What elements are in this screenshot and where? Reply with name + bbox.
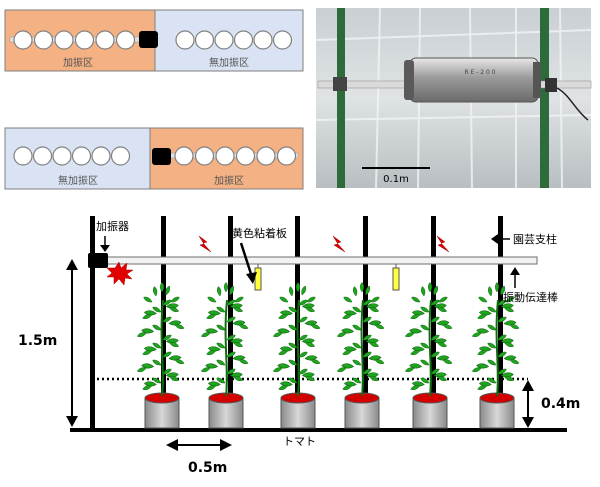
- vibrator-label: 加振器: [96, 219, 129, 233]
- plant-position-marker: [32, 146, 53, 166]
- tomato-plant: [471, 282, 520, 429]
- plant-position-marker: [194, 30, 215, 50]
- plant-position-marker: [276, 146, 297, 166]
- cultivation-diagram: 加振器 黄色粘着板 園芸支柱 振動伝達棒 1.5m 0.4m 0.5m トマト: [18, 216, 580, 476]
- vibration-bolt-icon: [332, 235, 346, 253]
- tomato-plant: [200, 282, 249, 429]
- plant-markers: [175, 30, 293, 50]
- sticky-trap-arrow: [239, 242, 254, 278]
- yellow-sticky-trap: [392, 267, 400, 291]
- plant-position-marker: [71, 146, 92, 166]
- plant-position-marker: [110, 146, 131, 166]
- plant-position-marker: [272, 30, 293, 50]
- layout-panel-top: 加振区 無加振区: [4, 9, 304, 72]
- plant-position-marker: [233, 30, 254, 50]
- plant-position-marker: [115, 30, 136, 50]
- svg-text:R E - 2 0 0: R E - 2 0 0: [464, 69, 495, 76]
- plant-label: トマト: [283, 435, 316, 448]
- zone-label-no-vibration: 無加振区: [209, 56, 249, 69]
- vibrator-unit: [139, 31, 158, 48]
- vibrator-box: [88, 253, 108, 268]
- vibration-transmission-rod: [96, 256, 538, 265]
- sticky-trap-label: 黄色粘着板: [232, 226, 287, 240]
- support-pole: [337, 8, 345, 188]
- vibration-rod-label: 振動伝達棒: [503, 290, 558, 304]
- plant-position-marker: [174, 146, 194, 166]
- plant-position-marker: [54, 30, 74, 50]
- vibration-burst-icon: [106, 261, 134, 286]
- plant-position-marker: [74, 30, 95, 50]
- plant-markers: [13, 30, 136, 50]
- plant-markers: [13, 146, 131, 166]
- plant-position-marker: [13, 30, 33, 50]
- vibration-bolt-icon: [198, 235, 212, 253]
- plant-position-marker: [95, 30, 115, 50]
- plant-position-marker: [214, 30, 234, 50]
- zone-label-vibration: 加振区: [63, 56, 93, 69]
- plant-position-marker: [215, 146, 235, 166]
- plant-position-marker: [194, 146, 215, 166]
- zone-label-vibration: 加振区: [214, 174, 244, 187]
- plant-markers: [174, 146, 297, 166]
- plant-position-marker: [235, 146, 256, 166]
- plant-position-marker: [52, 146, 72, 166]
- tomato-plants: [136, 282, 520, 429]
- spacing-label: 0.5m: [188, 460, 227, 476]
- tomato-plant: [136, 282, 185, 429]
- scale-bar-label: 0.1m: [383, 174, 409, 185]
- pot-height-label: 0.4m: [541, 396, 580, 412]
- horticulture-pole: [90, 216, 95, 428]
- ground-line: [70, 428, 567, 432]
- zone-label-no-vibration: 無加振区: [58, 174, 98, 187]
- vibrator-device: [409, 57, 539, 103]
- plant-position-marker: [253, 30, 273, 50]
- horticulture-pole-label: 園芸支柱: [513, 232, 557, 246]
- tomato-plant: [336, 282, 385, 429]
- vibration-bolt-icon: [436, 235, 450, 253]
- plant-position-marker: [175, 30, 195, 50]
- height-label: 1.5m: [18, 333, 57, 349]
- plant-position-marker: [256, 146, 276, 166]
- plant-position-marker: [13, 146, 33, 166]
- support-pole: [540, 8, 549, 188]
- tomato-plant: [404, 282, 453, 429]
- device-photo: R E - 2 0 0 0.1m: [315, 7, 592, 189]
- layout-panel-bottom: 無加振区 加振区: [4, 127, 304, 190]
- plant-position-marker: [33, 30, 54, 50]
- yellow-sticky-trap: [254, 267, 262, 291]
- horticulture-pole: [228, 216, 233, 428]
- tomato-plant: [272, 282, 321, 429]
- plant-position-marker: [91, 146, 111, 166]
- vibrator-unit: [152, 148, 171, 165]
